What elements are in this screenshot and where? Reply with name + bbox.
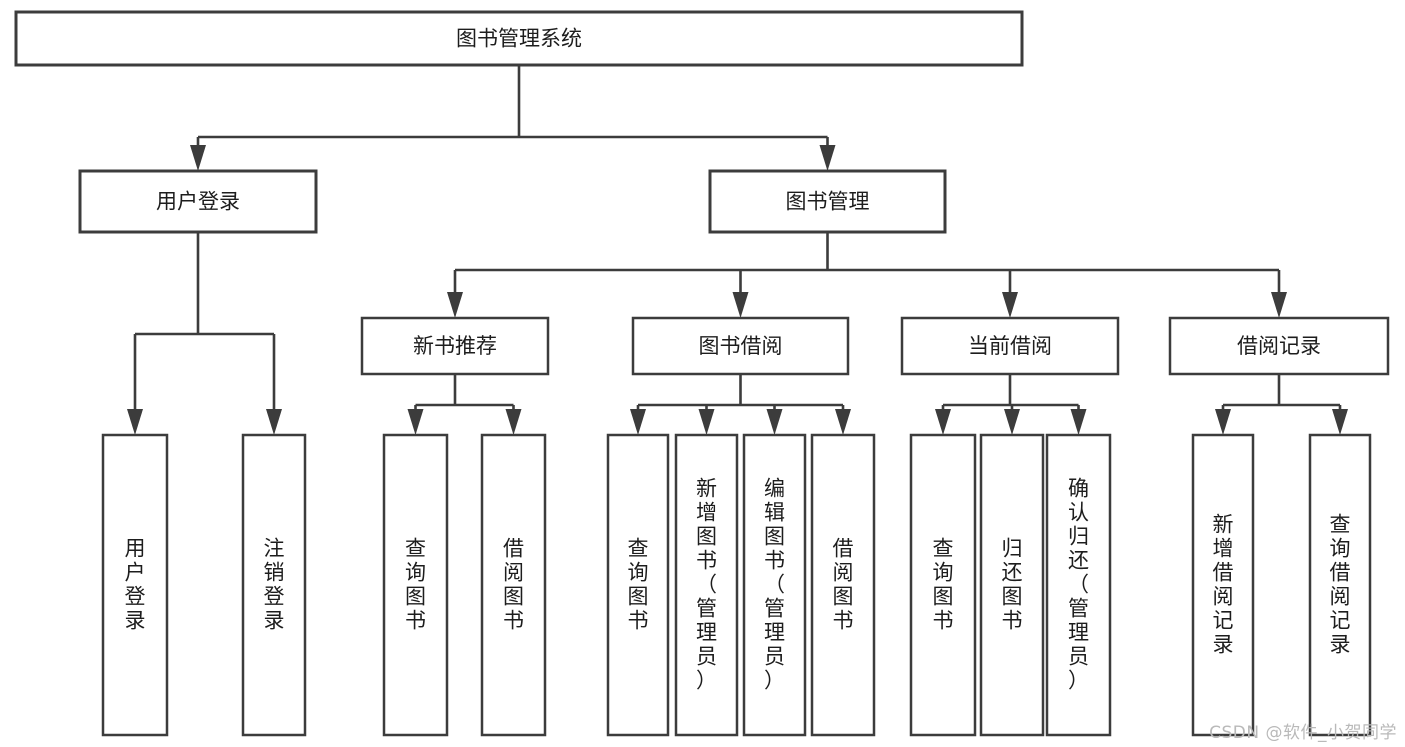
node-label: 编辑图书（管理员） bbox=[764, 477, 785, 693]
node-box[interactable] bbox=[742, 433, 807, 737]
node-label: 用户登录 bbox=[156, 190, 240, 214]
node-leaf-query-book-2[interactable]: 查询图书 bbox=[606, 433, 670, 737]
node-box[interactable] bbox=[14, 10, 1024, 67]
edge-group-current-borrow bbox=[935, 374, 1087, 435]
node-box[interactable] bbox=[101, 433, 169, 737]
arrow-head-icon bbox=[1271, 292, 1287, 318]
node-box[interactable] bbox=[708, 169, 947, 234]
node-label: 查询图书 bbox=[405, 537, 426, 633]
node-label: 查询图书 bbox=[933, 537, 954, 633]
arrow-head-icon bbox=[447, 292, 463, 318]
arrow-head-icon bbox=[630, 409, 646, 435]
node-label: 归还图书 bbox=[1002, 537, 1023, 633]
node-label: 图书借阅 bbox=[699, 334, 783, 358]
node-box[interactable] bbox=[674, 433, 739, 737]
node-label: 借阅记录 bbox=[1237, 334, 1321, 358]
edge-group-new-book-rec bbox=[407, 374, 522, 435]
node-leaf-query-record[interactable]: 查询借阅记录 bbox=[1308, 433, 1372, 737]
arrow-head-icon bbox=[266, 409, 282, 435]
node-box[interactable] bbox=[979, 433, 1045, 737]
node-box[interactable] bbox=[606, 433, 670, 737]
arrow-head-icon bbox=[835, 409, 851, 435]
node-layer: 图书管理系统用户登录图书管理新书推荐图书借阅当前借阅借阅记录用户登录注销登录查询… bbox=[14, 10, 1390, 737]
node-label: 借阅图书 bbox=[833, 537, 854, 633]
node-label: 图书管理 bbox=[786, 190, 870, 214]
node-label: 确认归还（管理员） bbox=[1068, 477, 1089, 693]
node-leaf-add-record[interactable]: 新增借阅记录 bbox=[1191, 433, 1255, 737]
node-leaf-query-book-1[interactable]: 查询图书 bbox=[382, 433, 449, 737]
node-box[interactable] bbox=[909, 433, 977, 737]
arrow-head-icon bbox=[732, 292, 749, 318]
node-box[interactable] bbox=[382, 433, 449, 737]
node-label: 查询图书 bbox=[628, 537, 649, 633]
node-label: 借阅图书 bbox=[503, 537, 524, 633]
arrow-head-icon bbox=[1004, 409, 1020, 435]
node-book-borrow[interactable]: 图书借阅 bbox=[631, 316, 850, 376]
node-current-borrow[interactable]: 当前借阅 bbox=[900, 316, 1120, 376]
arrow-head-icon bbox=[127, 409, 143, 435]
arrow-head-icon bbox=[766, 409, 783, 435]
node-leaf-return-book[interactable]: 归还图书 bbox=[979, 433, 1045, 737]
edge-group-book-manage bbox=[447, 232, 1287, 318]
node-label: 当前借阅 bbox=[968, 334, 1052, 358]
arrow-head-icon bbox=[1215, 409, 1231, 435]
node-label: 新增图书（管理员） bbox=[696, 477, 717, 693]
node-box[interactable] bbox=[1191, 433, 1255, 737]
node-leaf-add-book[interactable]: 新增图书（管理员） bbox=[674, 433, 739, 737]
node-box[interactable] bbox=[360, 316, 550, 376]
edge-group-book-borrow bbox=[630, 374, 851, 435]
edge-group-borrow-record bbox=[1215, 374, 1348, 435]
node-borrow-record[interactable]: 借阅记录 bbox=[1168, 316, 1390, 376]
arrow-head-icon bbox=[1070, 409, 1087, 435]
arrow-head-icon bbox=[190, 145, 206, 171]
edge-layer bbox=[127, 65, 1348, 435]
node-label: 新书推荐 bbox=[413, 334, 497, 358]
node-box[interactable] bbox=[241, 433, 307, 737]
edge-group-user-login bbox=[127, 232, 282, 435]
edge-group-root bbox=[190, 65, 836, 171]
node-box[interactable] bbox=[1045, 433, 1112, 737]
node-leaf-edit-book[interactable]: 编辑图书（管理员） bbox=[742, 433, 807, 737]
arrow-head-icon bbox=[1002, 292, 1018, 318]
node-box[interactable] bbox=[900, 316, 1120, 376]
node-leaf-query-book-3[interactable]: 查询图书 bbox=[909, 433, 977, 737]
node-box[interactable] bbox=[480, 433, 547, 737]
node-label: 注销登录 bbox=[264, 537, 285, 633]
node-book-manage[interactable]: 图书管理 bbox=[708, 169, 947, 234]
node-box[interactable] bbox=[1308, 433, 1372, 737]
node-box[interactable] bbox=[1168, 316, 1390, 376]
arrow-head-icon bbox=[935, 409, 951, 435]
node-new-book-rec[interactable]: 新书推荐 bbox=[360, 316, 550, 376]
node-root[interactable]: 图书管理系统 bbox=[14, 10, 1024, 67]
node-box[interactable] bbox=[810, 433, 876, 737]
node-leaf-borrow-book-1[interactable]: 借阅图书 bbox=[480, 433, 547, 737]
node-leaf-logout[interactable]: 注销登录 bbox=[241, 433, 307, 737]
arrow-head-icon bbox=[819, 145, 836, 171]
node-leaf-borrow-book-2[interactable]: 借阅图书 bbox=[810, 433, 876, 737]
node-box[interactable] bbox=[78, 169, 318, 234]
arrow-head-icon bbox=[698, 409, 715, 435]
node-label: 新增借阅记录 bbox=[1213, 513, 1234, 657]
node-leaf-confirm-return[interactable]: 确认归还（管理员） bbox=[1045, 433, 1112, 737]
arrow-head-icon bbox=[407, 409, 424, 435]
arrow-head-icon bbox=[1332, 409, 1348, 435]
node-label: 用户登录 bbox=[125, 537, 146, 633]
node-label: 图书管理系统 bbox=[456, 27, 582, 51]
node-box[interactable] bbox=[631, 316, 850, 376]
arrow-head-icon bbox=[505, 409, 522, 435]
node-label: 查询借阅记录 bbox=[1330, 513, 1351, 657]
node-leaf-user-login[interactable]: 用户登录 bbox=[101, 433, 169, 737]
node-user-login[interactable]: 用户登录 bbox=[78, 169, 318, 234]
